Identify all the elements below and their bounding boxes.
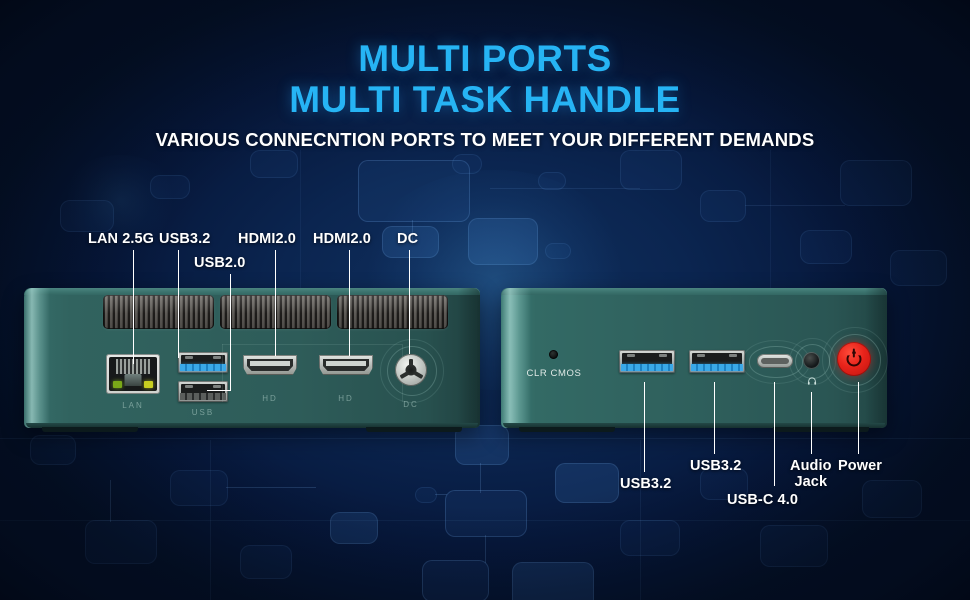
hdmi-port-tongue bbox=[326, 361, 366, 366]
rear-io-panel: LAN USB HD HD bbox=[24, 288, 480, 432]
usb-port-tongue bbox=[621, 364, 673, 371]
front-io-panel: CLR CMOS bbox=[501, 288, 888, 432]
headline-line-2: MULTI TASK HANDLE bbox=[289, 79, 681, 120]
headphone-icon bbox=[807, 376, 817, 385]
callout-label-hdmi-2: HDMI2.0 bbox=[313, 231, 371, 247]
vent-grille bbox=[337, 295, 448, 329]
usb-port-notch bbox=[185, 356, 193, 359]
callout-label-audio-line2: Jack bbox=[794, 474, 828, 490]
dc-jack-ring bbox=[380, 339, 444, 403]
rear-foot-right bbox=[366, 427, 462, 432]
callout-leader-usb32-front-2 bbox=[714, 382, 716, 454]
usb3-port-front-1 bbox=[619, 350, 675, 373]
usb-silkscreen-label: USB bbox=[191, 408, 215, 417]
clear-cmos-label: CLR CMOS bbox=[526, 368, 582, 379]
usb3-port-front-2 bbox=[689, 350, 745, 373]
usb-port-notch bbox=[627, 354, 635, 357]
callout-leader-hdmi-2 bbox=[349, 250, 351, 356]
usb-port-notch bbox=[697, 354, 705, 357]
front-chassis-bottom-lip bbox=[503, 423, 885, 428]
usb-port-tongue bbox=[180, 393, 226, 400]
callout-leader-dc bbox=[409, 250, 411, 354]
hdmi-port-1 bbox=[243, 355, 297, 375]
usb-port-notch bbox=[213, 385, 221, 388]
lan-port bbox=[106, 354, 160, 394]
silkscreen-bracket bbox=[222, 344, 402, 345]
subheadline: VARIOUS CONNECNTION PORTS TO MEET YOUR D… bbox=[155, 129, 815, 150]
clear-cmos-pinhole[interactable] bbox=[549, 350, 558, 359]
lan-led-green bbox=[113, 381, 122, 388]
callout-label-usb32-front-1: USB3.2 bbox=[620, 476, 672, 492]
callout-leader-hdmi-1 bbox=[275, 250, 277, 356]
headline-block: MULTI PORTS MULTI TASK HANDLE bbox=[0, 38, 970, 120]
usb2-port-rear bbox=[178, 381, 228, 402]
usb-port-tongue bbox=[691, 364, 743, 371]
callout-label-audio-line1: Audio bbox=[790, 458, 832, 474]
usb-port-tongue bbox=[180, 364, 226, 371]
dc-silkscreen-label: DC bbox=[403, 400, 419, 409]
lan-port-pins bbox=[116, 359, 150, 374]
hdmi-port-tongue bbox=[250, 361, 290, 366]
callout-leader-usb20-elbow bbox=[207, 390, 231, 392]
callout-label-hdmi-1: HDMI2.0 bbox=[238, 231, 296, 247]
callout-leader-power bbox=[858, 382, 860, 454]
callout-leader-audio bbox=[811, 392, 813, 454]
front-foot-left bbox=[519, 427, 615, 432]
callout-leader-usb20 bbox=[230, 274, 232, 391]
usb-port-notch bbox=[185, 385, 193, 388]
usb-port-notch bbox=[729, 354, 737, 357]
callout-label-usb32-front-2: USB3.2 bbox=[690, 458, 742, 474]
rear-chassis-bottom-lip bbox=[26, 423, 478, 428]
hd-silkscreen-label-2: HD bbox=[338, 394, 354, 403]
rear-chassis-right-shadow bbox=[458, 288, 480, 428]
callout-label-audio: Audio Jack bbox=[790, 458, 832, 490]
callout-label-dc: DC bbox=[397, 231, 419, 247]
callout-label-usbc: USB-C 4.0 bbox=[727, 492, 798, 508]
front-chassis-top-edge bbox=[501, 288, 887, 295]
callout-leader-lan bbox=[133, 250, 135, 364]
callout-label-power: Power bbox=[838, 458, 883, 474]
rear-chassis-top-edge bbox=[24, 288, 480, 295]
rear-foot-left bbox=[42, 427, 138, 432]
callout-label-usb32-rear: USB3.2 bbox=[159, 231, 211, 247]
hd-silkscreen-label-1: HD bbox=[262, 394, 278, 403]
callout-label-lan: LAN 2.5G bbox=[88, 231, 155, 247]
power-button-ring bbox=[822, 327, 888, 393]
usb-port-notch bbox=[659, 354, 667, 357]
hdmi-port-2 bbox=[319, 355, 373, 375]
lan-led-yellow bbox=[144, 381, 153, 388]
callout-leader-usbc bbox=[774, 382, 776, 486]
vent-grille bbox=[103, 295, 214, 329]
rear-chassis-left-highlight bbox=[24, 288, 50, 428]
usb-port-notch bbox=[213, 356, 221, 359]
front-foot-right bbox=[773, 427, 869, 432]
callout-leader-usb32-front-1 bbox=[644, 382, 646, 472]
front-chassis-left-highlight bbox=[501, 288, 531, 428]
lan-silkscreen-label: LAN bbox=[122, 401, 144, 410]
callout-label-usb20: USB2.0 bbox=[194, 255, 246, 271]
usb3-port-rear bbox=[178, 352, 228, 373]
lan-port-cavity bbox=[109, 357, 157, 391]
headline-line-1: MULTI PORTS bbox=[358, 38, 612, 79]
silkscreen-bracket bbox=[222, 344, 223, 402]
callout-leader-usb32-rear bbox=[178, 250, 180, 358]
lan-port-tab bbox=[124, 374, 142, 386]
